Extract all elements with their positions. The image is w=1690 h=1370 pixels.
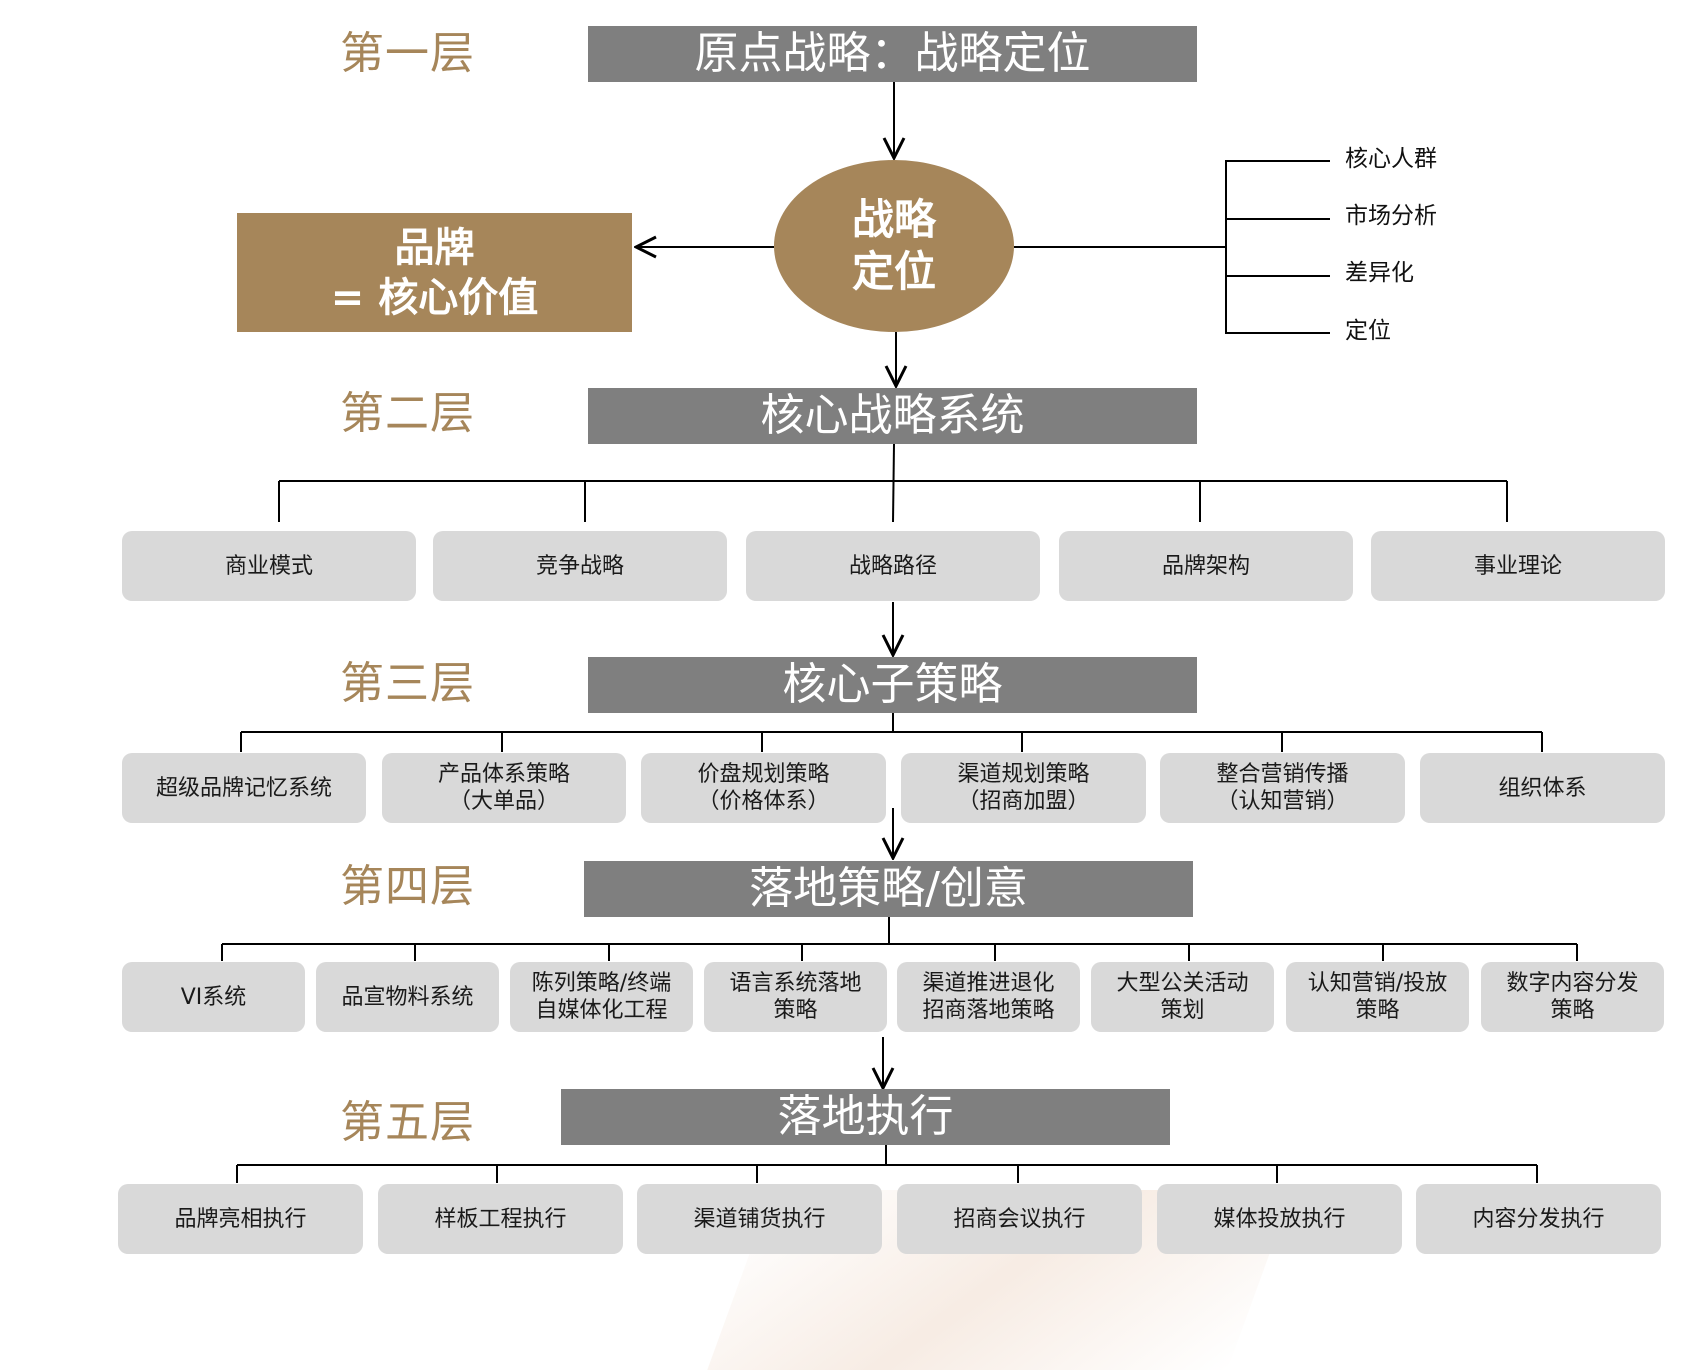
tier3-node-organization-system: 组织体系 bbox=[1420, 753, 1665, 823]
layer-label-2: 第二层 bbox=[340, 388, 475, 439]
tier2-node-business-theory: 事业理论 bbox=[1371, 531, 1665, 601]
banner-layer-2: 核心战略系统 bbox=[588, 388, 1197, 444]
tier5-node-investment-meeting: 招商会议执行 bbox=[897, 1184, 1142, 1254]
brand-line-2: = 核心价值 bbox=[330, 274, 539, 321]
tier2-node-business-model: 商业模式 bbox=[122, 531, 416, 601]
tier4-node-channel-investment: 渠道推进退化招商落地策略 bbox=[897, 962, 1080, 1032]
connector-lines bbox=[221, 81, 1578, 1183]
tier4-node-awareness-media: 认知营销/投放策略 bbox=[1286, 962, 1469, 1032]
brand-line-1: 品牌 bbox=[394, 224, 475, 271]
tier4-node-digital-content: 数字内容分发策略 bbox=[1481, 962, 1664, 1032]
tier2-node-strategic-path: 战略路径 bbox=[746, 531, 1040, 601]
positioning-item-market-analysis: 市场分析 bbox=[1345, 203, 1437, 229]
positioning-item-differentiation: 差异化 bbox=[1345, 260, 1414, 286]
layer-label-1: 第一层 bbox=[340, 28, 475, 79]
tier4-node-pr-events: 大型公关活动策划 bbox=[1091, 962, 1274, 1032]
tier4-node-promo-materials: 品宣物料系统 bbox=[316, 962, 499, 1032]
layer-label-5: 第五层 bbox=[340, 1097, 475, 1148]
tier3-node-product-strategy: 产品体系策略（大单品） bbox=[382, 753, 626, 823]
layer-label-4: 第四层 bbox=[340, 861, 475, 912]
tier4-node-language-system: 语言系统落地策略 bbox=[704, 962, 887, 1032]
positioning-item-core-crowd: 核心人群 bbox=[1345, 146, 1437, 172]
banner-layer-3: 核心子策略 bbox=[588, 657, 1197, 713]
tier5-node-model-project: 样板工程执行 bbox=[378, 1184, 623, 1254]
banner-layer-5: 落地执行 bbox=[561, 1089, 1170, 1145]
positioning-item-positioning: 定位 bbox=[1345, 318, 1391, 344]
ellipse-line-2: 定位 bbox=[851, 247, 936, 296]
tier2-node-brand-architecture: 品牌架构 bbox=[1059, 531, 1353, 601]
tier4-node-vi-system: VI系统 bbox=[122, 962, 305, 1032]
brand-core-value-box: 品牌 = 核心价值 bbox=[237, 213, 632, 332]
tier3-node-channel-strategy: 渠道规划策略（招商加盟） bbox=[901, 753, 1146, 823]
tier2-node-competitive-strategy: 竞争战略 bbox=[433, 531, 727, 601]
banner-layer-4: 落地策略/创意 bbox=[584, 861, 1193, 917]
tier5-node-content-distribution: 内容分发执行 bbox=[1416, 1184, 1661, 1254]
tier5-node-brand-launch: 品牌亮相执行 bbox=[118, 1184, 363, 1254]
tier5-node-media-placement: 媒体投放执行 bbox=[1157, 1184, 1402, 1254]
tier3-node-integrated-marketing: 整合营销传播（认知营销） bbox=[1160, 753, 1405, 823]
tier5-node-channel-distribution: 渠道铺货执行 bbox=[637, 1184, 882, 1254]
layer-label-3: 第三层 bbox=[340, 658, 475, 709]
strategic-positioning-ellipse: 战略 定位 bbox=[774, 160, 1014, 332]
ellipse-line-1: 战略 bbox=[851, 195, 936, 244]
strategy-hierarchy-diagram: 第一层 第二层 第三层 第四层 第五层 原点战略：战略定位 核心战略系统 核心子… bbox=[118, 26, 1665, 1370]
tier3-node-pricing-strategy: 价盘规划策略（价格体系） bbox=[641, 753, 886, 823]
banner-layer-1: 原点战略：战略定位 bbox=[588, 26, 1197, 82]
tier3-node-brand-memory-system: 超级品牌记忆系统 bbox=[122, 753, 366, 823]
tier4-node-display-strategy: 陈列策略/终端自媒体化工程 bbox=[510, 962, 693, 1032]
